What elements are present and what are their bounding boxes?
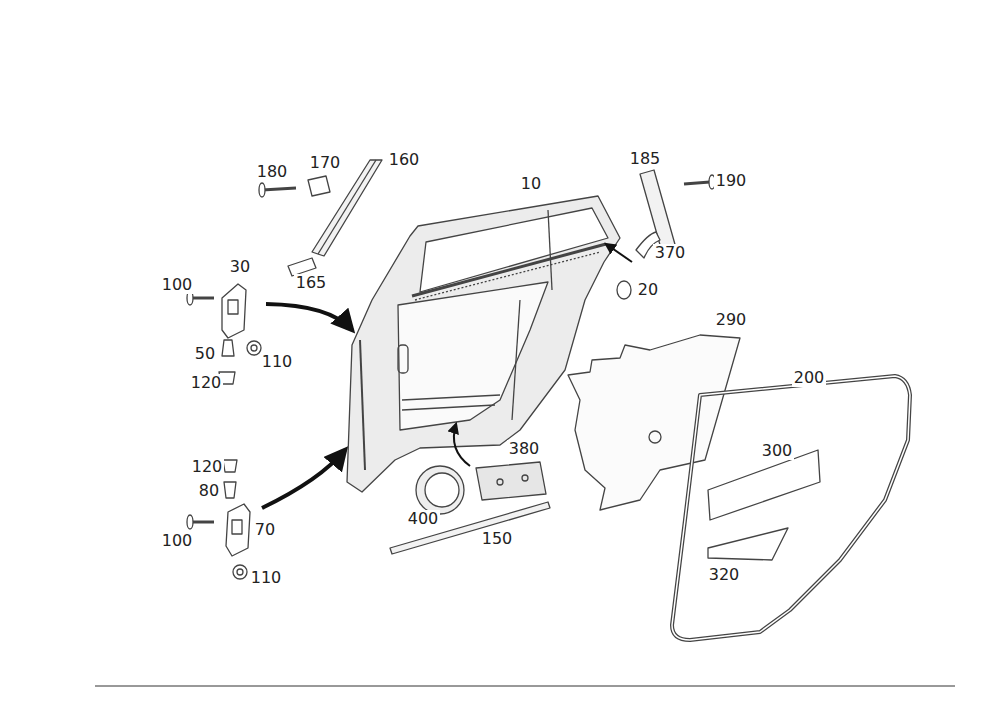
callout-number: 70	[253, 521, 277, 539]
inner-panel-opening	[398, 282, 548, 430]
callout-number: 30	[228, 258, 252, 276]
callout-number: 370	[653, 244, 688, 262]
callout-number: 400	[406, 510, 441, 528]
callout-number: 20	[636, 281, 660, 299]
rule-line	[95, 686, 955, 687]
callout-number: 150	[480, 530, 515, 548]
callout-number: 120	[189, 374, 224, 392]
callout-number: 180	[255, 163, 290, 181]
callout-number: 10	[519, 175, 543, 193]
callout-number: 165	[294, 274, 329, 292]
callout-number: 320	[707, 566, 742, 584]
callout-number: 110	[260, 353, 295, 371]
callout-number: 120	[190, 458, 225, 476]
callout-number: 170	[308, 154, 343, 172]
door-seal	[672, 376, 910, 640]
trim-strip	[312, 160, 382, 256]
callout-number: 50	[193, 345, 217, 363]
callout-number: 100	[160, 532, 195, 550]
callout-number: 100	[160, 276, 195, 294]
callout-number: 110	[249, 569, 284, 587]
insulation-sheet	[568, 335, 740, 510]
callout-number: 190	[714, 172, 749, 190]
callout-number: 290	[714, 311, 749, 329]
callout-number: 80	[197, 482, 221, 500]
callout-number: 185	[628, 150, 663, 168]
callout-number: 200	[792, 369, 827, 387]
callout-number: 380	[507, 440, 542, 458]
callout-number: 160	[387, 151, 422, 169]
callout-number: 300	[760, 442, 795, 460]
